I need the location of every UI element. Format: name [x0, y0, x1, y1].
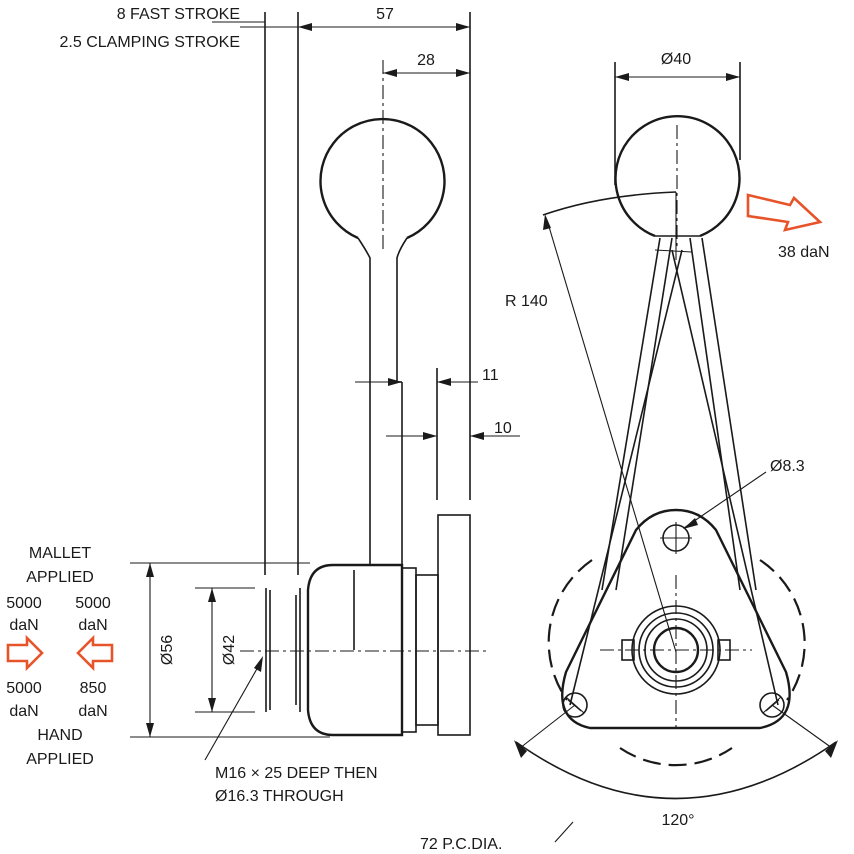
arrowhead: [437, 378, 451, 386]
dimension-57-label: 57: [376, 6, 394, 23]
arrowhead: [726, 73, 740, 81]
pcd-leader: [554, 821, 574, 843]
arrowhead: [514, 740, 527, 758]
rod-right: [671, 249, 779, 706]
mallet-applied-line1: MALLET: [29, 545, 91, 562]
radius-arc: [542, 191, 677, 216]
pcd-arc-left: [547, 559, 593, 701]
arrowhead: [456, 69, 470, 77]
mallet-force-arrow-right: [6, 634, 44, 672]
hand-applied-line1: HAND: [37, 727, 82, 744]
force-right-bottom-unit: daN: [78, 703, 107, 720]
thread-note-line1: M16 × 25 DEEP THEN: [215, 765, 378, 782]
d83-leader: [683, 471, 767, 529]
pcd-72-label: 72 P.C.DIA.: [420, 836, 502, 853]
arrowhead: [383, 69, 397, 77]
mallet-force-arrow-left: [76, 634, 114, 672]
force-right-top-value: 5000: [75, 595, 111, 612]
arrowhead: [298, 23, 312, 31]
dimension-28-label: 28: [417, 52, 435, 69]
arrowhead: [423, 432, 437, 440]
hand-applied-line2: APPLIED: [26, 751, 94, 768]
handle-force-arrow: [746, 193, 823, 232]
pcd-arc-bottom: [619, 747, 733, 767]
thread-note-line2: Ø16.3 THROUGH: [215, 788, 344, 805]
arrowhead: [683, 518, 698, 529]
radius-leader: [546, 219, 677, 653]
d56-label: Ø56: [159, 635, 176, 665]
clamp-ring: [401, 567, 417, 733]
hub-lug-left: [621, 639, 635, 661]
triangular-clamp-body: [561, 508, 791, 730]
d42-label: Ø42: [221, 635, 238, 665]
lever-arm-left-outer: [601, 237, 661, 591]
arrowhead: [456, 23, 470, 31]
clamp-collar: [415, 574, 439, 726]
side-view: [6, 12, 520, 761]
arrowhead: [208, 588, 216, 602]
force-right-bottom-value: 850: [80, 680, 107, 697]
ball-knob-front: [614, 115, 741, 238]
lever-arm-left-inner: [615, 237, 673, 591]
pcd-arc-right: [759, 559, 806, 701]
force-left-top-value: 5000: [6, 595, 42, 612]
lever-stem-right-upper: [396, 237, 408, 382]
angle-120-label: 120°: [661, 812, 694, 829]
lever-stem-left: [357, 237, 371, 565]
arrowhead: [208, 698, 216, 712]
dimension-11-label: 11: [482, 367, 499, 384]
arrowhead: [254, 656, 263, 672]
dimension-10-label: 10: [494, 420, 512, 437]
front-view: [514, 62, 838, 843]
radius-140-label: R 140: [505, 293, 548, 310]
fast-stroke-label: 8 FAST STROKE: [117, 6, 240, 23]
arrowhead: [146, 563, 154, 577]
thread-note-leader: [204, 659, 263, 761]
force-left-bottom-unit: daN: [9, 703, 38, 720]
force-right-top-unit: daN: [78, 617, 107, 634]
clamp-plate: [437, 514, 471, 736]
arrowhead: [146, 723, 154, 737]
angle-arc-120: [515, 741, 837, 800]
hub-lug-right: [717, 639, 731, 661]
mount-hole-left: [562, 692, 588, 718]
lever-top: [654, 249, 693, 253]
force-left-bottom-value: 5000: [6, 680, 42, 697]
lever-arm-right-inner: [689, 237, 741, 591]
force-38-label: 38 daN: [778, 244, 830, 261]
arrowhead: [825, 740, 838, 758]
labels: 8 FAST STROKE 2.5 CLAMPING STROKE 57 28 …: [6, 6, 829, 853]
force-left-top-unit: daN: [9, 617, 38, 634]
arrowhead: [543, 214, 551, 230]
clamp-body: [306, 563, 404, 737]
lever-arm-right-outer: [701, 237, 757, 591]
d83-label: Ø8.3: [770, 458, 805, 475]
angle-ray-left: [519, 704, 576, 749]
arrowhead: [470, 432, 484, 440]
ball-knob: [319, 117, 446, 240]
mallet-applied-line2: APPLIED: [26, 569, 94, 586]
angle-ray-right: [771, 704, 833, 749]
arrowhead: [615, 73, 629, 81]
mount-hole-right: [759, 692, 785, 718]
rod-left: [569, 249, 683, 706]
clamping-stroke-label: 2.5 CLAMPING STROKE: [60, 34, 241, 51]
d40-label: Ø40: [661, 51, 691, 68]
arrowhead: [388, 378, 402, 386]
